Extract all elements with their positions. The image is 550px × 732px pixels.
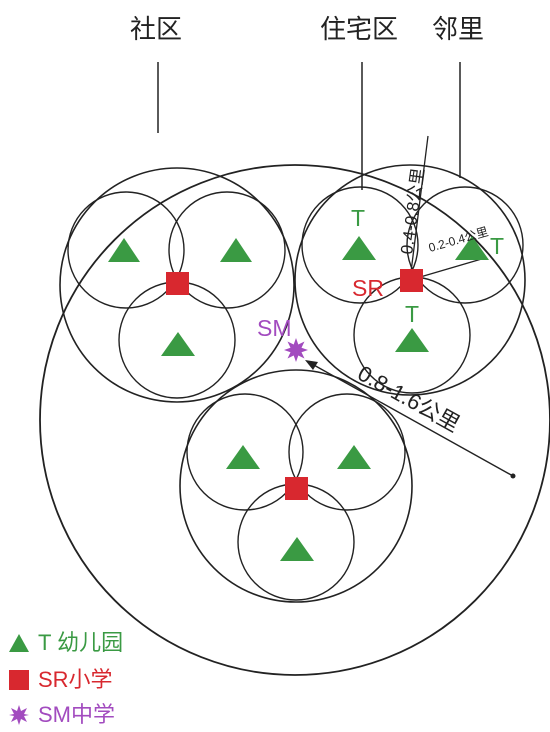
community-label: 社区 bbox=[130, 14, 182, 44]
kindergarten-triangle bbox=[395, 328, 429, 352]
primary-school-tag: SR bbox=[352, 275, 384, 301]
primary-school-square bbox=[166, 272, 189, 295]
radius-endpoint-dot bbox=[510, 473, 516, 479]
triangle-icon bbox=[8, 632, 30, 654]
community-radius-line bbox=[311, 363, 514, 477]
legend-middle-school-label: SM中学 bbox=[38, 702, 116, 727]
residential-circle bbox=[59, 167, 295, 403]
arrowhead bbox=[305, 360, 318, 370]
residential-cluster-bottom bbox=[179, 369, 413, 603]
kindergarten-triangle bbox=[161, 332, 195, 356]
primary-school-square bbox=[285, 477, 308, 500]
legend-primary-school: SR小学 bbox=[8, 667, 113, 693]
legend-primary-school-label: SR小学 bbox=[38, 667, 113, 692]
kindergarten-triangle bbox=[337, 445, 371, 469]
residential-cluster-left bbox=[59, 167, 295, 403]
kindergarten-tag: T bbox=[405, 301, 419, 327]
middle-school-tag: SM bbox=[257, 315, 292, 341]
neighborhood-circle bbox=[406, 186, 524, 304]
square-icon bbox=[8, 669, 30, 691]
middle-school-star bbox=[284, 338, 308, 362]
neighborhood-circle bbox=[301, 186, 419, 304]
community-circle bbox=[39, 164, 550, 676]
kindergarten-triangle bbox=[108, 238, 140, 262]
neighborhood-circle bbox=[168, 191, 286, 309]
residential-label: 住宅区 bbox=[320, 14, 398, 44]
legend-kindergarten: T 幼儿园 bbox=[8, 630, 123, 656]
residential-cluster-right: T T T SR 0.4-0.8公里 0.2-0.4公里 bbox=[294, 135, 526, 396]
kindergarten-triangle bbox=[220, 238, 252, 262]
kindergarten-triangle bbox=[280, 537, 314, 561]
kindergarten-tag: T bbox=[490, 233, 504, 259]
residential-circle bbox=[179, 369, 413, 603]
legend-kindergarten-label: T 幼儿园 bbox=[38, 630, 124, 655]
legend-middle-school: SM中学 bbox=[8, 702, 115, 728]
neighborhood-circle bbox=[186, 393, 304, 511]
neighborhood-label: 邻里 bbox=[432, 14, 484, 44]
neighborhood-circle bbox=[67, 191, 185, 309]
kindergarten-tag: T bbox=[351, 205, 365, 231]
kindergarten-triangle bbox=[342, 236, 376, 260]
star-burst-icon bbox=[8, 704, 30, 726]
neighborhood-circle bbox=[288, 393, 406, 511]
residential-radius-line bbox=[409, 135, 429, 281]
residential-circle bbox=[294, 164, 526, 396]
primary-school-square bbox=[400, 269, 423, 292]
kindergarten-triangle bbox=[455, 236, 489, 260]
kindergarten-triangle bbox=[226, 445, 260, 469]
residential-radius-label: 0.4-0.8公里 bbox=[397, 167, 428, 256]
